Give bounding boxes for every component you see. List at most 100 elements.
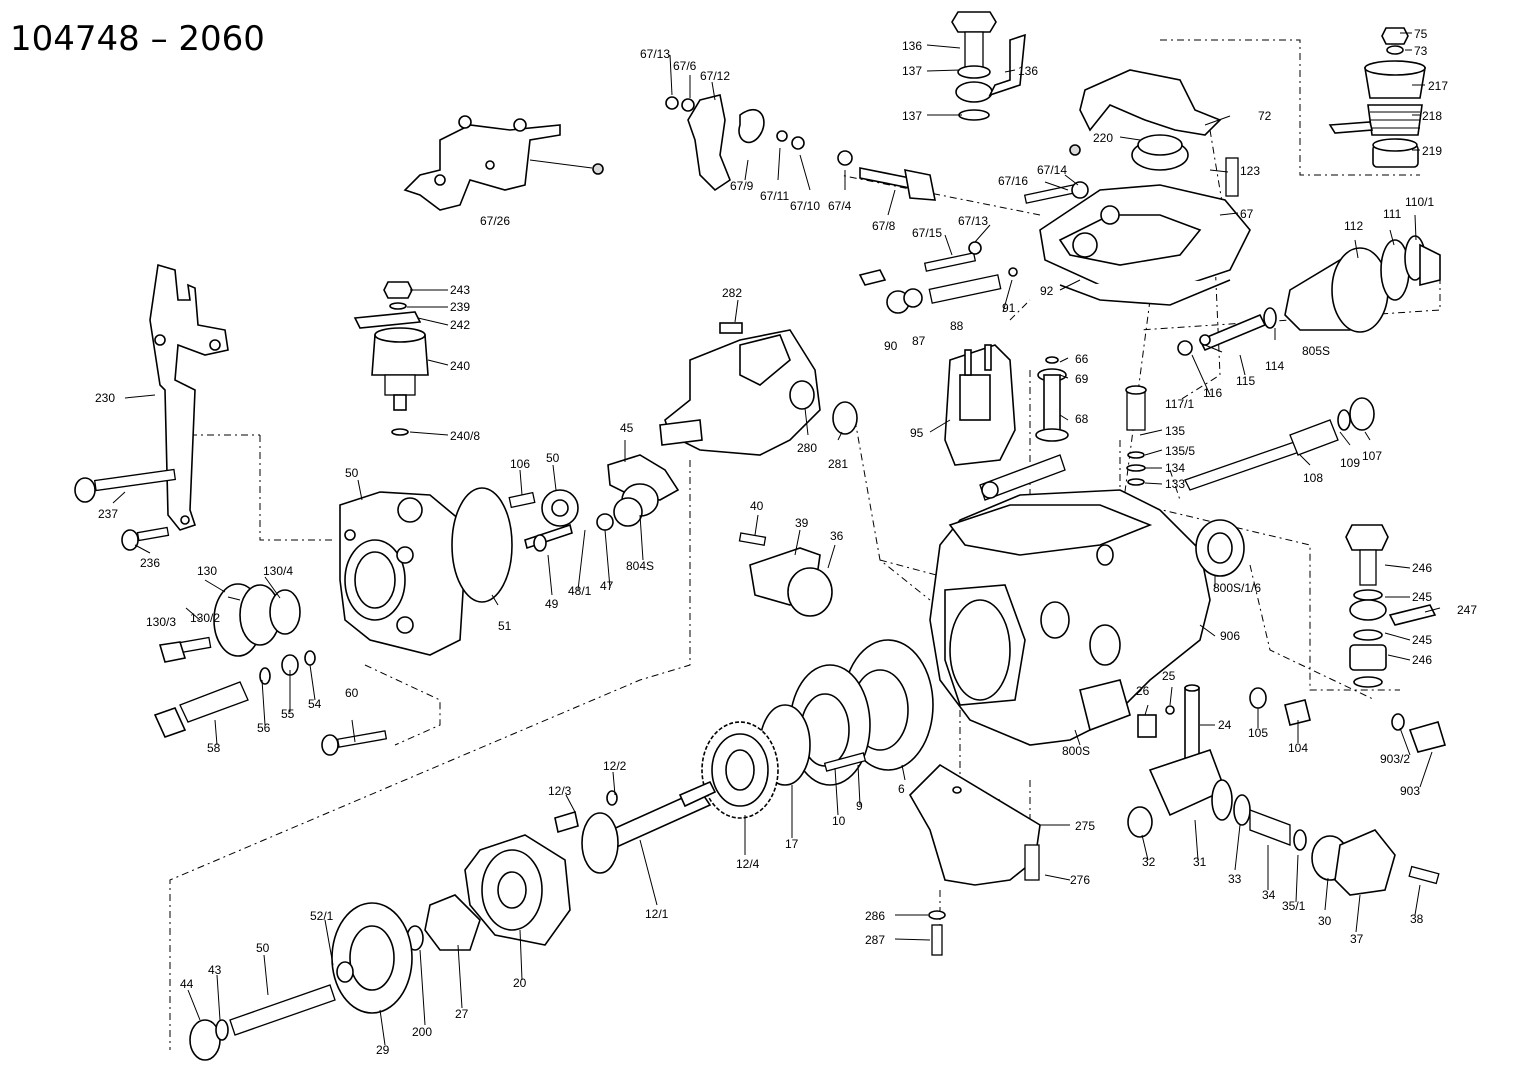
callout-804s: 804S bbox=[626, 559, 654, 573]
callout-246-bottom: 246 bbox=[1412, 653, 1432, 667]
fitting-58 bbox=[153, 650, 316, 738]
callout-281: 281 bbox=[828, 457, 848, 471]
callout-33: 33 bbox=[1228, 872, 1242, 886]
callout-17: 17 bbox=[785, 837, 799, 851]
callout-246-top: 246 bbox=[1412, 561, 1432, 575]
callout-92: 92 bbox=[1040, 284, 1054, 298]
plate-39 bbox=[738, 532, 833, 617]
callout-112: 112 bbox=[1344, 219, 1363, 233]
callout-230: 230 bbox=[95, 391, 115, 405]
shaft-108 bbox=[1184, 397, 1375, 491]
callout-247: 247 bbox=[1457, 603, 1477, 617]
callout-36: 36 bbox=[830, 529, 844, 543]
callout-200: 200 bbox=[412, 1025, 432, 1039]
callout-111: 111 bbox=[1383, 207, 1402, 221]
callout-286: 286 bbox=[865, 909, 885, 923]
callout-237: 237 bbox=[98, 507, 118, 521]
callout-51: 51 bbox=[498, 619, 512, 633]
callout-106: 106 bbox=[510, 457, 530, 471]
callout-67-9: 67/9 bbox=[730, 179, 754, 193]
callout-24: 24 bbox=[1218, 718, 1232, 732]
callout-239: 239 bbox=[450, 300, 470, 314]
drive-discs bbox=[759, 639, 934, 786]
lever-assembly-67 bbox=[665, 94, 936, 201]
callout-805s: 805S bbox=[1302, 344, 1330, 358]
callout-67-12: 67/12 bbox=[700, 69, 730, 83]
callout-32: 32 bbox=[1142, 855, 1156, 869]
callout-9: 9 bbox=[856, 799, 863, 813]
callout-104: 104 bbox=[1288, 741, 1308, 755]
callout-115: 115 bbox=[1236, 374, 1255, 388]
cap-stack-217 bbox=[1328, 27, 1426, 168]
callout-25: 25 bbox=[1162, 669, 1176, 683]
callout-44: 44 bbox=[180, 977, 194, 991]
callout-67-13-top: 67/13 bbox=[640, 47, 670, 61]
callout-218: 218 bbox=[1422, 109, 1442, 123]
callout-43: 43 bbox=[208, 963, 222, 977]
callout-245-top: 245 bbox=[1412, 590, 1432, 604]
callout-123: 123 bbox=[1240, 164, 1260, 178]
callout-67-13-mid: 67/13 bbox=[958, 214, 988, 228]
callout-20: 20 bbox=[513, 976, 527, 990]
bolt-236 bbox=[121, 526, 170, 551]
callout-287: 287 bbox=[865, 933, 885, 947]
callout-10: 10 bbox=[832, 814, 846, 828]
callout-67-4: 67/4 bbox=[828, 199, 852, 213]
callout-117-1: 117/1 bbox=[1165, 397, 1194, 411]
plug-130 bbox=[158, 583, 301, 663]
callout-90: 90 bbox=[884, 339, 898, 353]
leader-lines bbox=[112, 32, 1441, 1046]
callout-73: 73 bbox=[1414, 44, 1428, 58]
callout-50-head: 50 bbox=[345, 466, 359, 480]
callout-243: 243 bbox=[450, 283, 470, 297]
callout-136-left: 136 bbox=[902, 39, 922, 53]
callout-30: 30 bbox=[1318, 914, 1332, 928]
callout-275: 275 bbox=[1075, 819, 1095, 833]
callout-58: 58 bbox=[207, 741, 221, 755]
callout-135: 135 bbox=[1165, 424, 1185, 438]
callout-88: 88 bbox=[950, 319, 964, 333]
callout-72: 72 bbox=[1258, 109, 1272, 123]
callout-95: 95 bbox=[910, 426, 924, 440]
callout-107: 107 bbox=[1362, 449, 1382, 463]
callout-66: 66 bbox=[1075, 352, 1089, 366]
callout-37: 37 bbox=[1350, 932, 1364, 946]
callout-108: 108 bbox=[1303, 471, 1323, 485]
callout-133: 133 bbox=[1165, 477, 1185, 491]
callout-49: 49 bbox=[545, 597, 559, 611]
callout-75: 75 bbox=[1414, 27, 1428, 41]
callout-6: 6 bbox=[898, 782, 905, 796]
callout-12-4: 12/4 bbox=[736, 857, 760, 871]
hydraulic-head-50 bbox=[339, 487, 513, 656]
plug-903 bbox=[1391, 713, 1447, 753]
callout-116: 116 bbox=[1203, 386, 1222, 400]
callout-35-1: 35/1 bbox=[1282, 899, 1306, 913]
callout-34: 34 bbox=[1262, 888, 1276, 902]
lever-shaft-group bbox=[1127, 748, 1440, 896]
bracket-67-26 bbox=[403, 115, 604, 211]
valve-135 bbox=[1125, 385, 1147, 486]
callout-29: 29 bbox=[376, 1043, 390, 1057]
callout-52-1: 52/1 bbox=[310, 909, 334, 923]
cap-246 bbox=[1345, 524, 1437, 688]
callout-135-5: 135/5 bbox=[1165, 444, 1195, 458]
flyweight-805s bbox=[1177, 235, 1441, 356]
callout-38: 38 bbox=[1410, 912, 1424, 926]
callout-242: 242 bbox=[450, 318, 470, 332]
callout-220: 220 bbox=[1093, 131, 1113, 145]
callout-54: 54 bbox=[308, 697, 322, 711]
callout-67-26: 67/26 bbox=[480, 214, 510, 228]
drive-shaft-12-1 bbox=[554, 780, 717, 874]
callout-47: 47 bbox=[600, 579, 614, 593]
callout-12-3: 12/3 bbox=[548, 784, 572, 798]
callout-240-8: 240/8 bbox=[450, 429, 480, 443]
callout-276: 276 bbox=[1070, 873, 1090, 887]
governor-cover-67 bbox=[1039, 69, 1251, 306]
callout-12-1: 12/1 bbox=[645, 907, 669, 921]
callout-50-shaft: 50 bbox=[256, 941, 270, 955]
callout-31: 31 bbox=[1193, 855, 1207, 869]
bracket-275 bbox=[909, 763, 1041, 956]
valve-95 bbox=[944, 344, 1069, 501]
callout-245-bottom: 245 bbox=[1412, 633, 1432, 647]
